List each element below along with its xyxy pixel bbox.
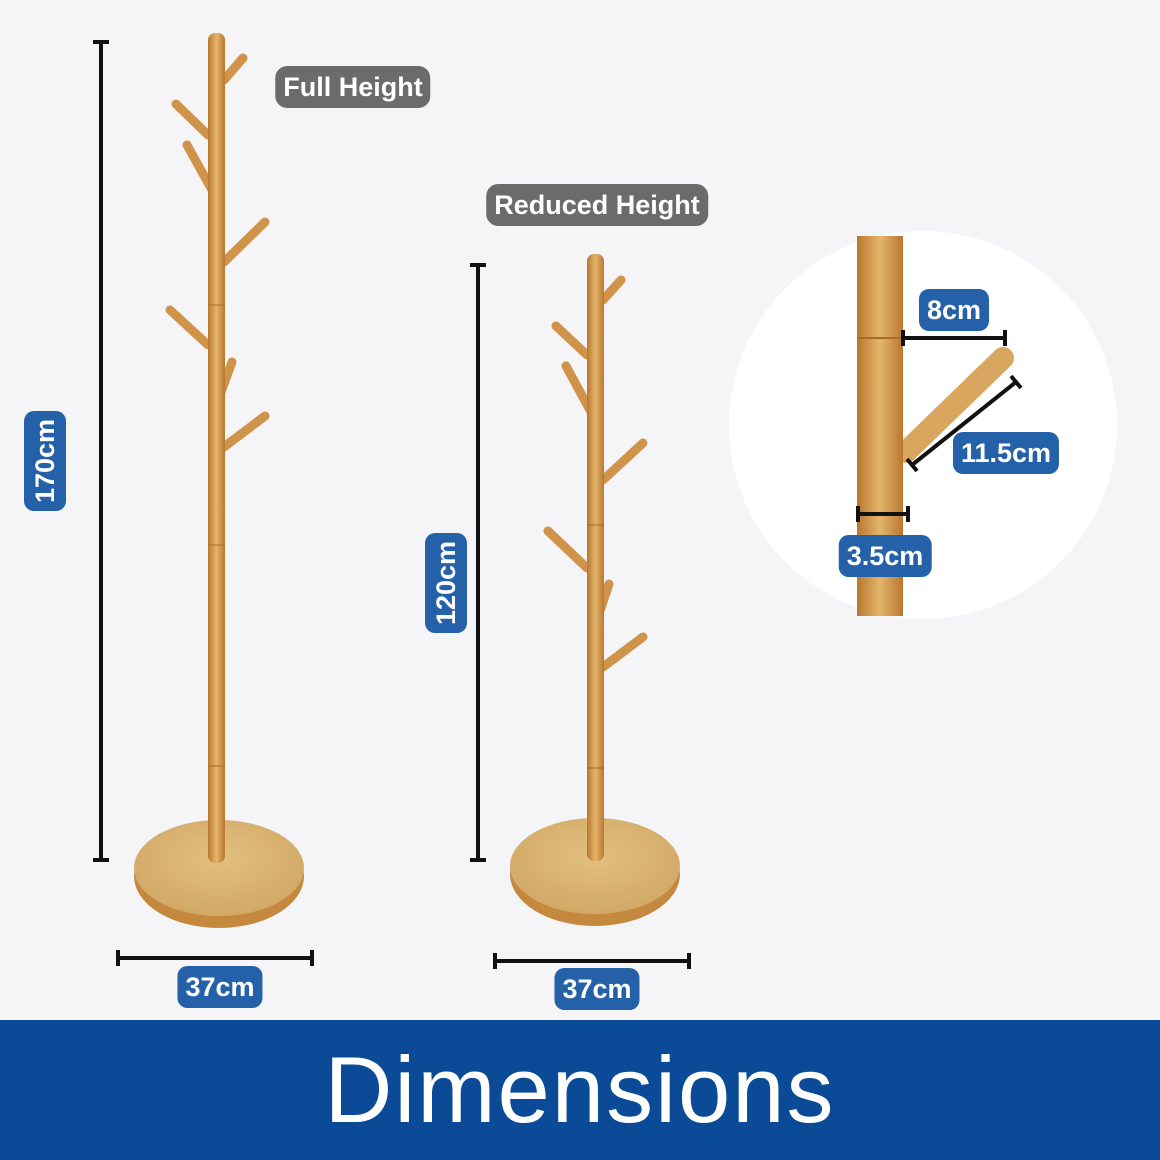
banner-title: Dimensions	[324, 1037, 836, 1142]
base-width-full: 37cm	[177, 966, 263, 1008]
full-height-value: 170cm	[24, 410, 66, 512]
coat-rack-reduced-height	[510, 254, 680, 926]
base-width-reduced: 37cm	[554, 968, 640, 1010]
dimensions-banner: Dimensions	[0, 1020, 1160, 1160]
full-height-tag: Full Height	[275, 66, 431, 108]
coat-rack-full-height	[134, 33, 304, 928]
pole-diameter-value: 3.5cm	[838, 535, 932, 577]
hook-spacing-value: 8cm	[918, 289, 990, 331]
reduced-height-value: 120cm	[425, 532, 467, 634]
dimension-lines	[93, 40, 691, 969]
reduced-height-tag: Reduced Height	[486, 184, 708, 226]
hook-length-value: 11.5cm	[952, 432, 1060, 474]
